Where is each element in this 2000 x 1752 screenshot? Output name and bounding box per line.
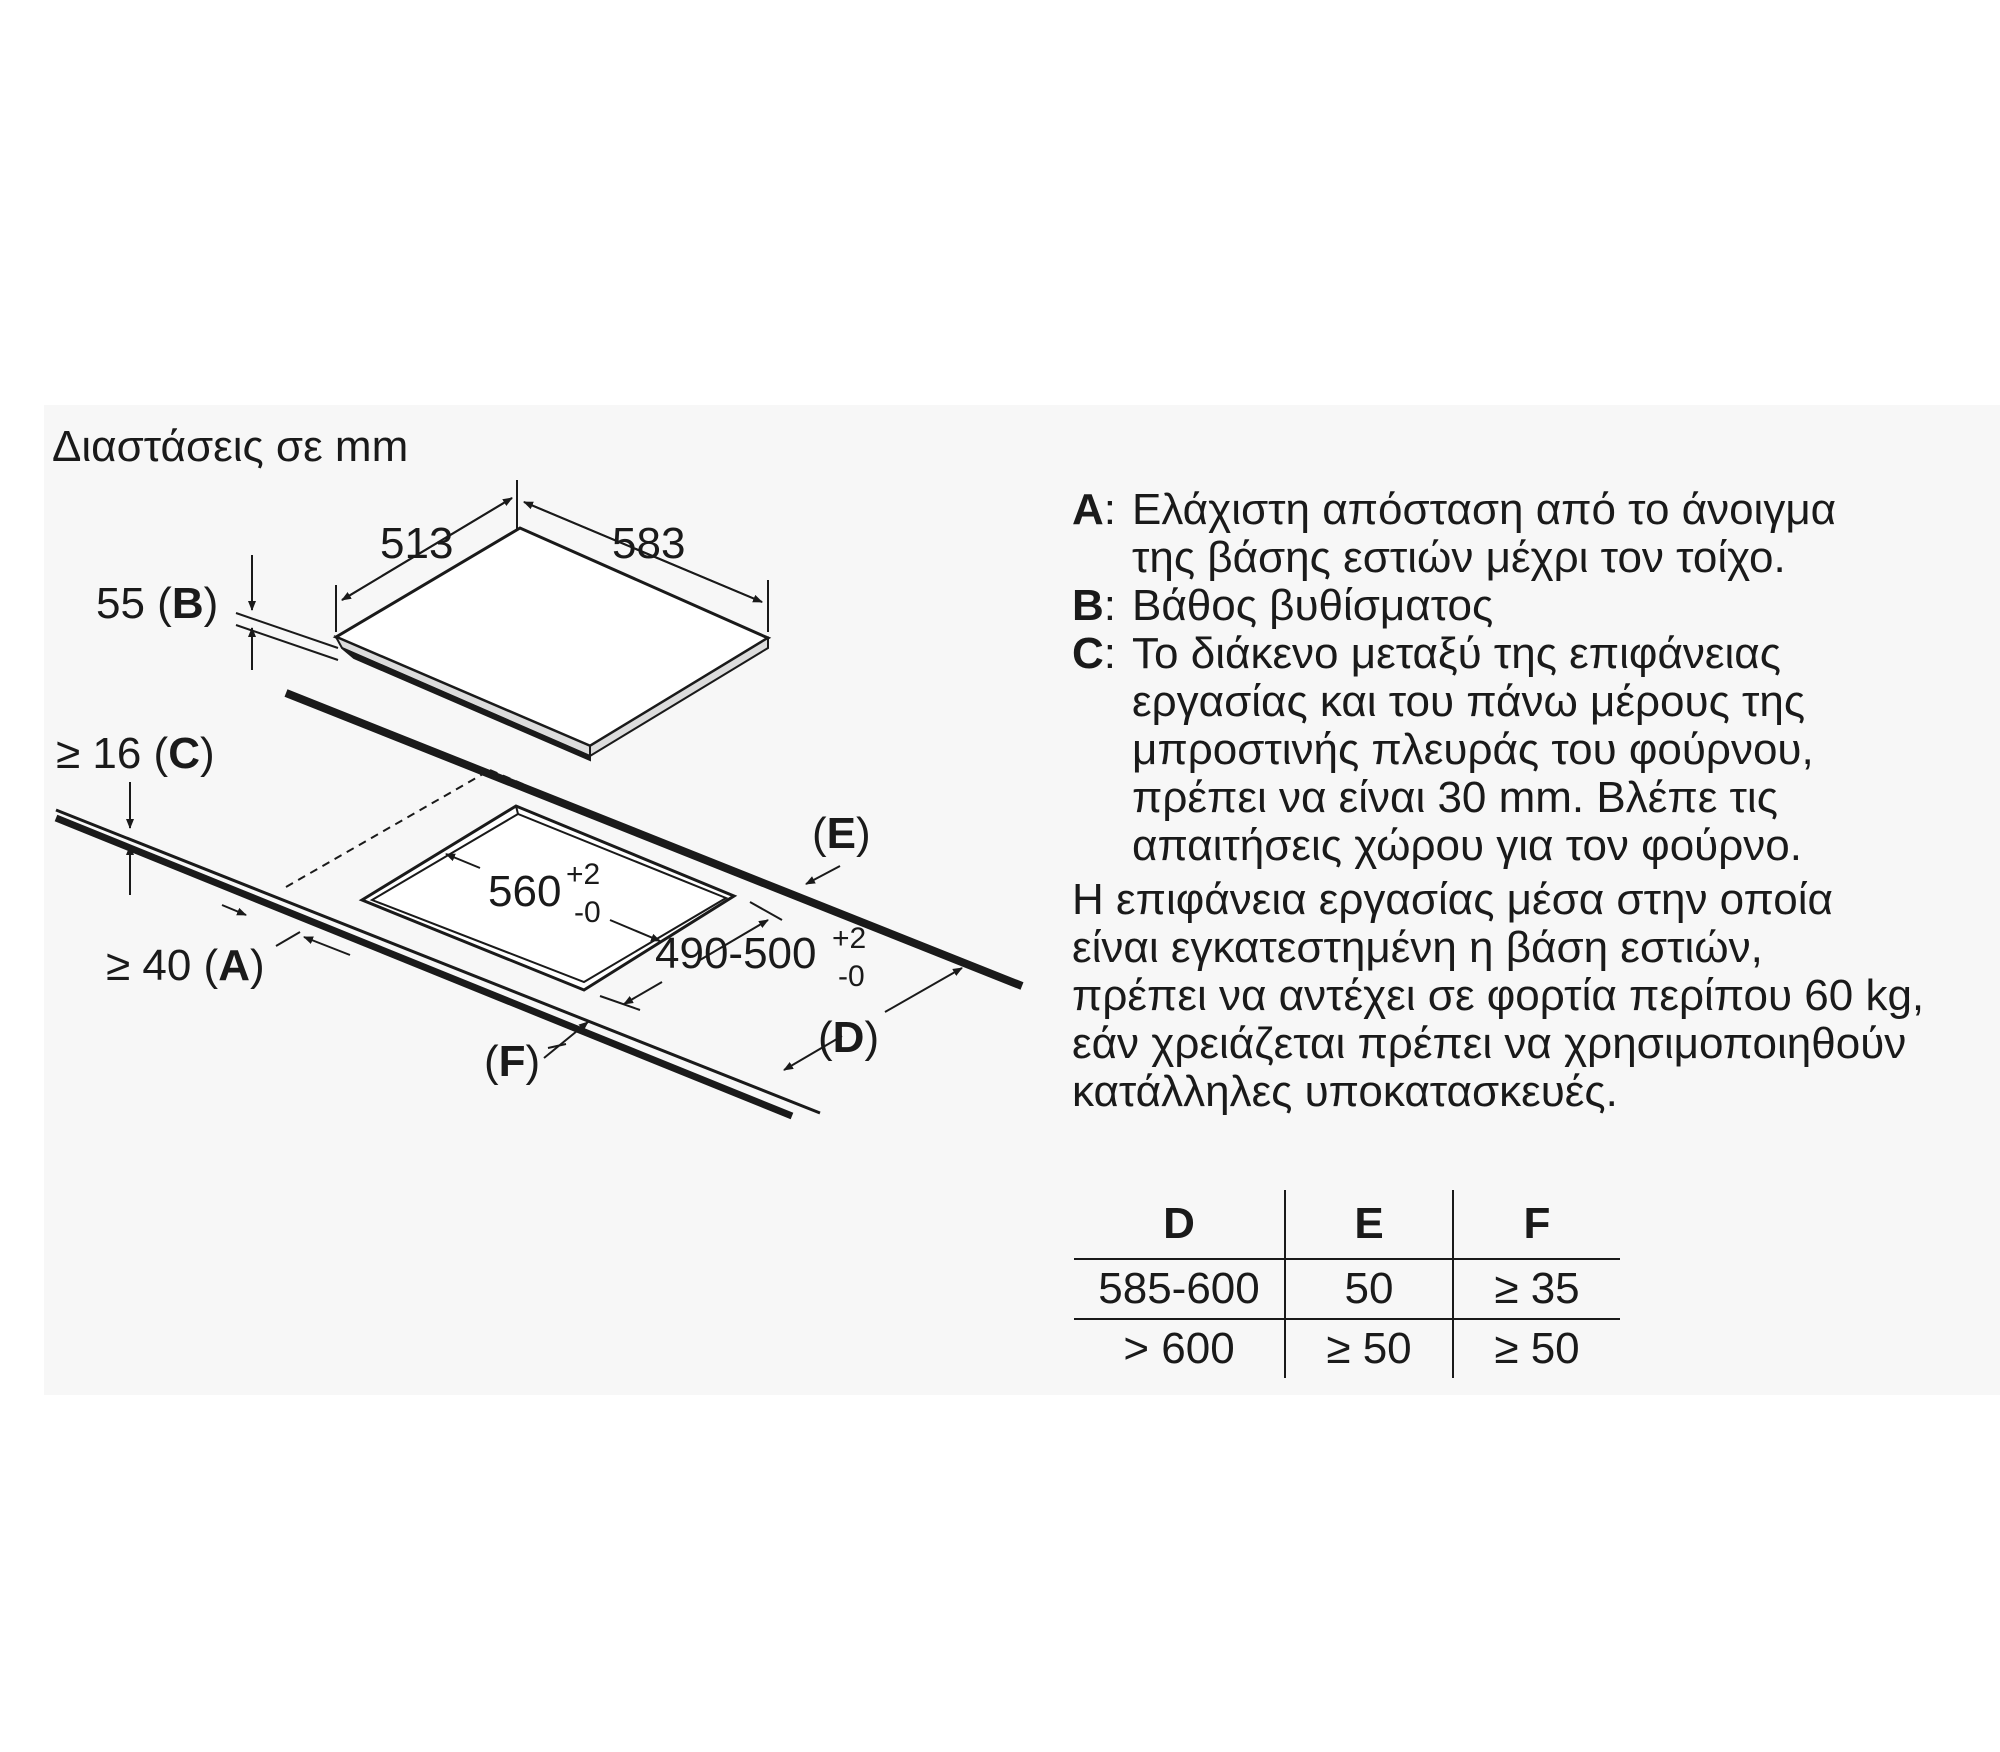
label-560-tol-plus: +2 [566, 858, 600, 891]
label-c: ≥ 16 (C) [56, 729, 215, 778]
legend-line: εργασίας και του πάνω μέρους της [1132, 677, 1806, 726]
legend-line: Ελάχιστη απόσταση από το άνοιγμα [1132, 485, 1837, 534]
label-583: 583 [612, 519, 685, 568]
legend-line: της βάσης εστιών μέχρι τον τοίχο. [1132, 533, 1786, 582]
legend: A: Ελάχιστη απόσταση από το άνοιγμα της … [1072, 486, 2000, 1116]
legend-line: πρέπει να είναι 30 mm. Βλέπε τις [1132, 773, 1778, 822]
legend-line: Βάθος βυθίσματος [1132, 581, 1494, 630]
note-line: Η επιφάνεια εργασίας μέσα στην οποία [1072, 875, 1833, 924]
legend-line: απαιτήσεις χώρου για τον φούρνο. [1132, 821, 1802, 870]
label-560: 560 [488, 867, 561, 916]
hob [332, 526, 772, 762]
table-cell: 585-600 [1074, 1258, 1285, 1319]
dimension-583 [523, 501, 769, 632]
legend-line: μπροστινής πλευράς του φούρνου, [1132, 725, 1814, 774]
legend-item-a: A: Ελάχιστη απόσταση από το άνοιγμα της … [1072, 486, 2000, 582]
label-560-tol-minus: -0 [574, 896, 601, 929]
label-b: 55 (B) [96, 579, 218, 628]
dimension-e [805, 865, 841, 885]
worktop-front-edge-bottom [54, 814, 794, 1120]
note-line: πρέπει να αντέχει σε φορτία περίπου 60 k… [1072, 971, 1925, 1020]
table-cell: 50 [1284, 1258, 1453, 1319]
table-header: E [1284, 1190, 1453, 1259]
dimension-490-500 [599, 901, 783, 1011]
table-row: > 600 ≥ 50 ≥ 50 [1074, 1318, 1620, 1378]
table-cell: > 600 [1074, 1318, 1285, 1378]
label-513: 513 [380, 519, 453, 568]
table-header-row: D E F [1074, 1190, 1620, 1259]
legend-item-b: B: Βάθος βυθίσματος [1072, 582, 2000, 630]
cutout-depth-wall [515, 805, 519, 815]
label-490-500-tol-minus: -0 [838, 960, 865, 993]
legend-item-c: C: Το διάκενο μεταξύ της επιφάνειας εργα… [1072, 630, 2000, 870]
legend-line: Το διάκενο μεταξύ της επιφάνειας [1132, 629, 1781, 678]
note-line: είναι εγκατεστημένη η βάση εστιών, [1072, 923, 1763, 972]
label-a: ≥ 40 (A) [106, 941, 265, 990]
table-cell: ≥ 50 [1452, 1318, 1620, 1378]
legend-letter: A [1072, 485, 1104, 534]
table-header: F [1452, 1190, 1620, 1259]
table-row: 585-600 50 ≥ 35 [1074, 1258, 1620, 1319]
label-d: (D) [818, 1013, 879, 1062]
dimension-b [235, 555, 339, 670]
worktop-front-edge-top [55, 808, 821, 1115]
label-490-500: 490-500 [655, 929, 816, 978]
note-line: κατάλληλες υποκατασκευές. [1072, 1067, 1618, 1116]
dimension-d [783, 967, 963, 1071]
label-490-500-tol-plus: +2 [832, 922, 866, 955]
table-cell: ≥ 50 [1284, 1318, 1453, 1378]
hob-base [341, 647, 591, 762]
worktop-back-edge [284, 689, 1024, 990]
label-f: (F) [484, 1037, 540, 1086]
table-header: D [1163, 1199, 1195, 1248]
cutout-inner [369, 812, 729, 984]
dashed-guides [285, 769, 526, 888]
dimension-a [221, 904, 351, 956]
dimension-560 [445, 853, 661, 942]
hob-side-right [589, 636, 769, 758]
legend-letter: C [1072, 629, 1104, 678]
cutout [358, 804, 738, 992]
legend-letter: B [1072, 581, 1104, 630]
dimension-513 [335, 480, 518, 632]
label-e: (E) [812, 809, 871, 858]
note-line: εάν χρειάζεται πρέπει να χρησιμοποιηθούν [1072, 1019, 1907, 1068]
load-note: Η επιφάνεια εργασίας μέσα στην οποία είν… [1072, 876, 2000, 1116]
dimension-f [543, 1021, 589, 1059]
table-cell: ≥ 35 [1452, 1258, 1620, 1319]
units-heading: Διαστάσεις σε mm [52, 422, 408, 471]
clearance-table: D E F 585-600 50 ≥ 35 > 600 ≥ 50 ≥ 50 [1074, 1190, 1620, 1378]
